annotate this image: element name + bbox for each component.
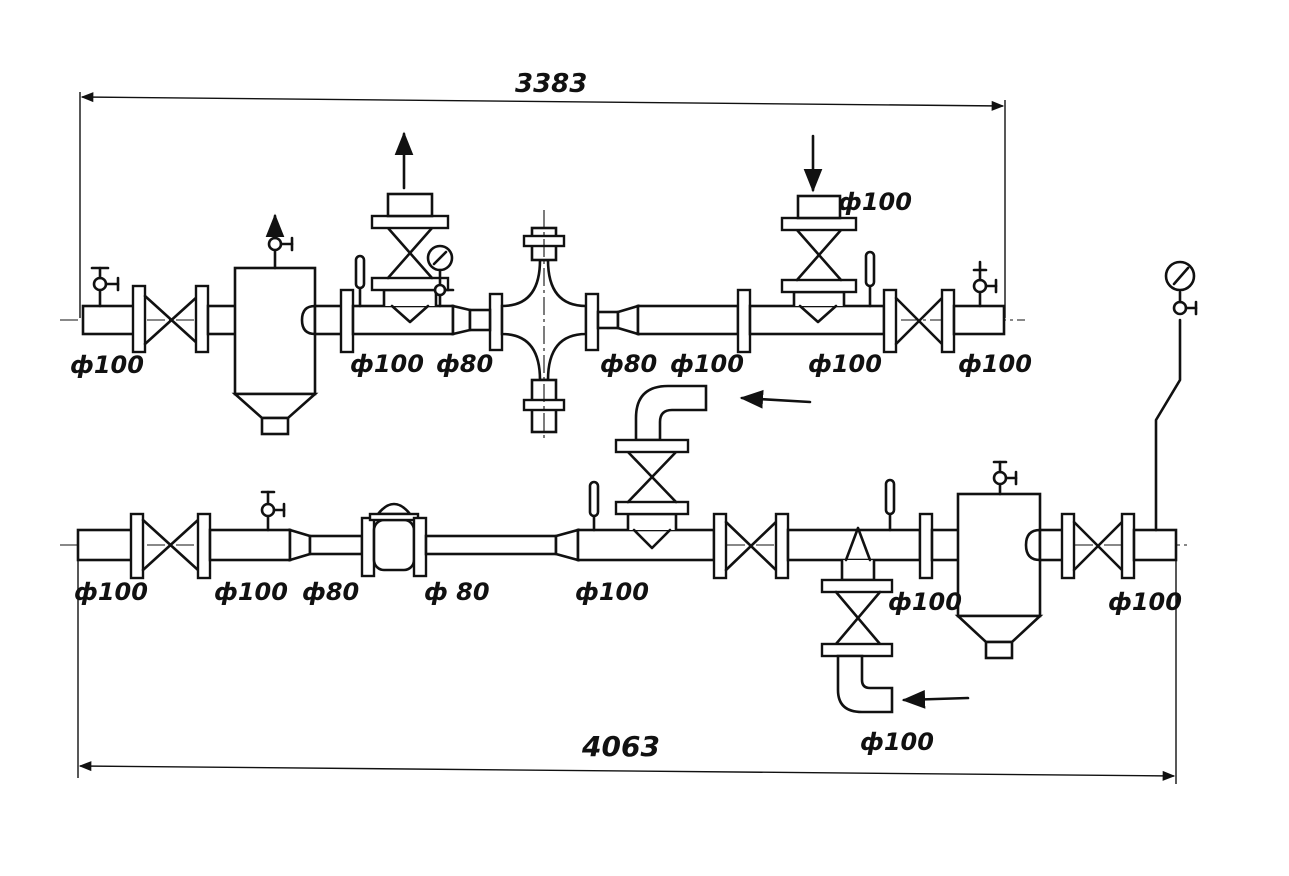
- top-gate-valve-2: [882, 288, 956, 354]
- bottom-dimension: 4063: [77, 560, 1177, 784]
- top-pressure-gauge: [426, 244, 455, 308]
- bottom-pipeline: ф100 ф100 ф80 ф 80 ф100 ф100 ф100 ф100: [60, 260, 1198, 756]
- top-gate-valve-1: [131, 284, 210, 354]
- label-top-supply: ф100: [838, 188, 912, 216]
- label-bottom-1: ф100: [74, 578, 148, 606]
- label-bottom-4: ф 80: [424, 578, 490, 606]
- bottom-gate-valve-3: [1060, 512, 1136, 580]
- bottom-branch-valve-middle: [614, 438, 690, 550]
- label-top-6: ф100: [808, 350, 882, 378]
- bottom-vent-valve-1: [260, 490, 286, 532]
- top-vent-valve-2: [972, 260, 998, 308]
- bottom-branch-valve-lower: [820, 526, 970, 714]
- top-branch-valve-outlet: [370, 131, 450, 324]
- top-pipe-inlet: [81, 304, 137, 336]
- bottom-pipe-start: [76, 528, 134, 562]
- bottom-thermometer-1: [588, 480, 600, 532]
- label-bottom-6: ф100: [888, 588, 962, 616]
- bottom-mud-trap: [954, 460, 1044, 660]
- top-thermometer-1: [354, 254, 366, 308]
- top-pipeline: ф100 ф100 ф100 ф80 ф80 ф100 ф100 ф10: [60, 131, 1032, 440]
- label-top-4: ф80: [600, 350, 657, 378]
- top-vent-valve-1: [90, 266, 120, 308]
- bottom-pressure-gauge: [1154, 260, 1198, 532]
- bottom-thermometer-2: [884, 478, 896, 532]
- middle-inlet-elbow: [634, 384, 812, 442]
- label-top-5: ф100: [670, 350, 744, 378]
- top-cross-fitting: [500, 210, 588, 440]
- label-bottom-7: ф100: [1108, 588, 1182, 616]
- top-dimension: 3383: [79, 69, 1006, 318]
- top-dimension-value: 3383: [515, 69, 587, 99]
- label-top-7: ф100: [958, 350, 1032, 378]
- label-bottom-inlet: ф100: [860, 728, 934, 756]
- top-thermometer-2: [864, 250, 876, 308]
- bottom-dimension-value: 4063: [581, 730, 660, 763]
- bottom-gate-valve-2: [712, 512, 790, 580]
- label-bottom-3: ф80: [302, 578, 359, 606]
- top-branch-valve-inlet: [780, 134, 858, 324]
- bottom-gate-valve-1: [129, 512, 212, 580]
- bottom-water-meter: [368, 502, 420, 572]
- label-top-2: ф100: [350, 350, 424, 378]
- label-top-1: ф100: [70, 351, 144, 379]
- top-mud-trap: [231, 213, 319, 436]
- label-bottom-2: ф100: [214, 578, 288, 606]
- label-bottom-5: ф100: [575, 578, 649, 606]
- label-top-3: ф80: [436, 350, 493, 378]
